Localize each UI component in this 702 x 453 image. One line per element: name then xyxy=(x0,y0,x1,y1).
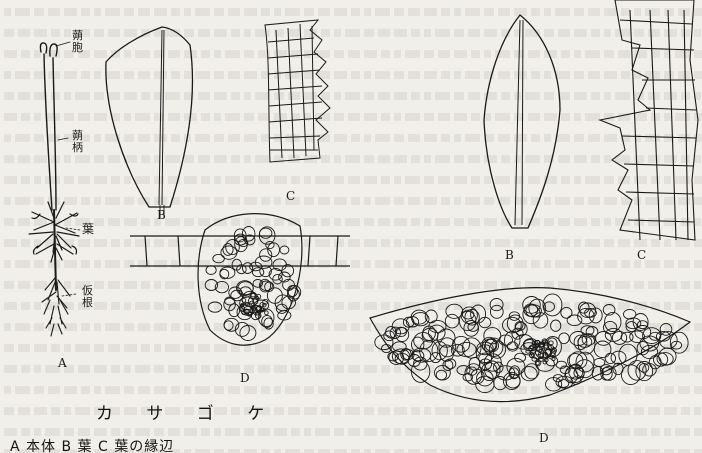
label-c2: C xyxy=(637,249,646,261)
leaf-margin-cells-C1 xyxy=(265,20,330,162)
leaf-cross-section-D2 xyxy=(370,288,690,402)
label-b1: B xyxy=(157,209,166,221)
label-seta: 蒴柄 xyxy=(72,130,84,153)
figure-title: カ サ ゴ ケ xyxy=(96,399,278,424)
leaf-outline-B1 xyxy=(106,27,193,218)
seta-right xyxy=(53,58,56,210)
label-capsule: 蒴胞 xyxy=(72,30,84,53)
label-d2: D xyxy=(539,432,549,444)
figure-legend: A 本体 B 葉 C 葉の縁辺 xyxy=(10,436,174,453)
label-leaf: 葉 xyxy=(82,223,94,235)
leaf-outline-B2 xyxy=(484,15,560,228)
capsule-pointer xyxy=(56,42,70,46)
leaf-margin-cells-C2 xyxy=(600,0,698,240)
cross-section-cells xyxy=(205,227,300,341)
seta-left xyxy=(44,54,52,210)
label-c1: C xyxy=(286,190,295,202)
seta-pointer xyxy=(58,138,68,140)
capsule-left xyxy=(40,43,46,53)
plant-whole-body-A xyxy=(29,42,80,336)
label-d1: D xyxy=(240,372,250,384)
label-a: A xyxy=(58,357,67,369)
cross-section-cells xyxy=(375,294,688,393)
label-rhizoid: 仮根 xyxy=(82,285,94,308)
leaf-cross-section-D1 xyxy=(130,214,350,346)
label-b2: B xyxy=(505,249,514,261)
